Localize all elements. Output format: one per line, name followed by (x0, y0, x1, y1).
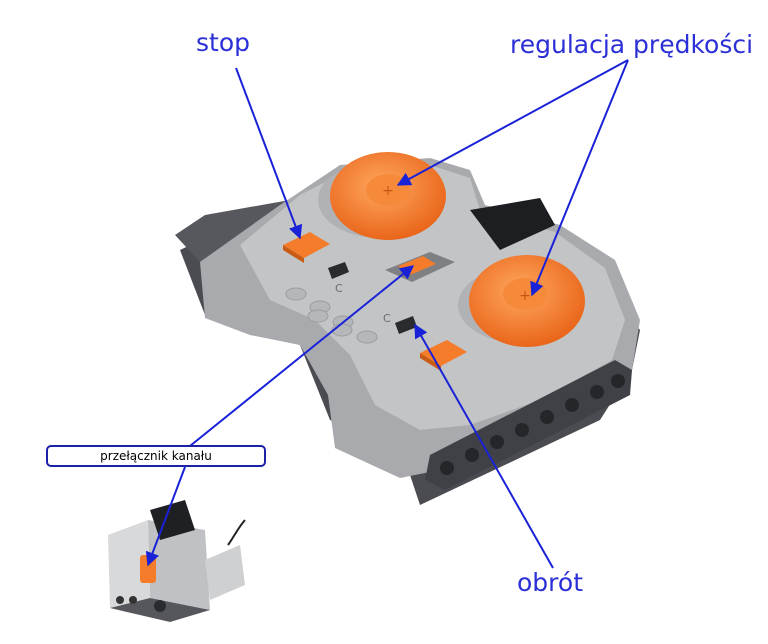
label-channel-switch: przełącznik kanału (46, 445, 266, 467)
svg-text:+: + (519, 288, 531, 304)
svg-text:+: + (382, 183, 394, 199)
arrow-channel-receiver (145, 466, 186, 567)
label-channel-switch-text: przełącznik kanału (100, 449, 212, 463)
remote-control-image: + + C C (175, 152, 640, 505)
arrow-speed-upper (396, 59, 629, 186)
svg-text:C: C (383, 312, 391, 325)
ir-receiver-image (108, 500, 246, 622)
arrow-speed-lower (530, 59, 629, 297)
arrow-stop (235, 67, 303, 240)
label-rotation: obrót (517, 568, 583, 597)
svg-text:C: C (335, 282, 343, 295)
label-speed-control: regulacja prędkości (510, 30, 754, 59)
label-stop: stop (196, 28, 250, 57)
arrow-rotation (414, 323, 554, 569)
arrow-channel (189, 265, 415, 447)
annotation-arrows (145, 59, 629, 569)
